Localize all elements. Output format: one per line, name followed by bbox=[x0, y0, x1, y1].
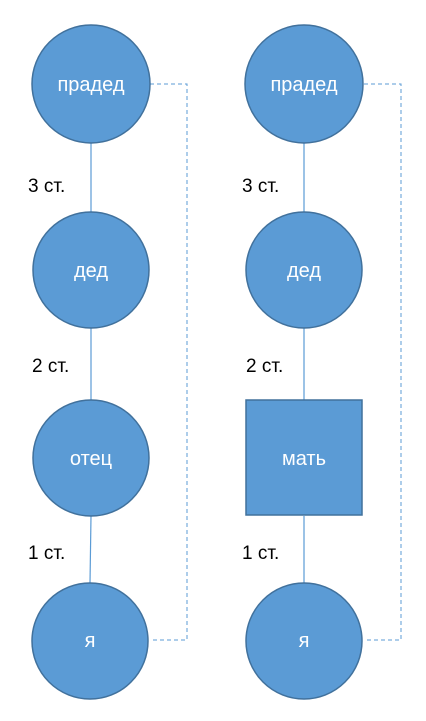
left-node-father-label: отец bbox=[70, 448, 112, 470]
right-chain: прадед дед мать я 3 ст. 2 ст. 1 ст. bbox=[242, 24, 402, 700]
left-node-grandfather-label: дед bbox=[74, 260, 108, 282]
right-degree-2: 2 ст. bbox=[246, 356, 283, 377]
right-degree-3: 3 ст. bbox=[242, 176, 279, 197]
right-node-grandfather-label: дед bbox=[287, 260, 321, 282]
right-dashed-link bbox=[364, 83, 402, 641]
right-node-me[interactable] bbox=[245, 582, 363, 700]
right-node-great-grandfather-label: прадед bbox=[270, 74, 337, 96]
left-degree-3: 3 ст. bbox=[28, 176, 65, 197]
left-node-great-grandfather[interactable] bbox=[31, 24, 151, 144]
right-node-mother[interactable] bbox=[245, 399, 363, 516]
left-degree-1: 1 ст. bbox=[28, 543, 65, 564]
left-chain: прадед дед отец я 3 ст. 2 ст. 1 ст. bbox=[28, 24, 188, 700]
right-node-grandfather[interactable] bbox=[245, 211, 363, 329]
left-node-me-label: я bbox=[85, 630, 96, 652]
left-node-father[interactable] bbox=[32, 399, 150, 517]
left-dashed-link bbox=[150, 83, 188, 641]
left-node-grandfather[interactable] bbox=[32, 211, 150, 329]
right-node-great-grandfather[interactable] bbox=[244, 24, 364, 144]
right-node-me-label: я bbox=[299, 630, 310, 652]
right-degree-1: 1 ст. bbox=[242, 543, 279, 564]
right-node-mother-label: мать bbox=[282, 448, 326, 470]
left-connector-3 bbox=[89, 515, 92, 584]
left-degree-2: 2 ст. bbox=[32, 356, 69, 377]
left-node-me[interactable] bbox=[31, 582, 149, 700]
left-node-great-grandfather-label: прадед bbox=[57, 74, 124, 96]
